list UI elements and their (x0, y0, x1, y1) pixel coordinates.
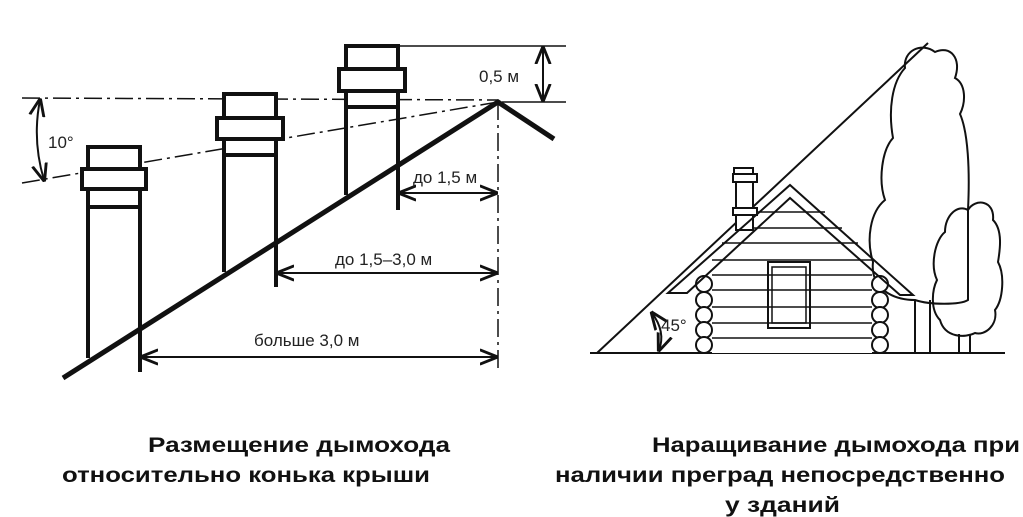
log-house (665, 167, 916, 354)
chimney-far (80, 145, 148, 372)
chimney-mid (215, 92, 285, 287)
angle-label: 45° (661, 316, 687, 335)
dist-near-label: до 1,5 м (413, 168, 477, 187)
angle-label: 10° (48, 133, 74, 152)
dist-mid-label: до 1,5–3,0 м (335, 250, 432, 269)
chimney-near (337, 44, 407, 210)
right-caption-line3: у зданий (725, 494, 840, 517)
left-caption-line2: относительно конька крыши (62, 464, 430, 487)
left-caption-line1: Размещение дымохода (148, 434, 450, 457)
gable-roof (665, 183, 916, 296)
small-tree (931, 201, 1004, 337)
roof-slope (61, 99, 556, 381)
right-caption-line2: наличии преград непосредственно (555, 464, 1005, 487)
dist-far-label: больше 3,0 м (254, 331, 359, 350)
house-obstacle-diagram: 45° (590, 42, 1005, 354)
chimney-placement-diagram: 10° 0,5 м до 1,5 м до 1,5–3,0 м больше 3… (21, 44, 566, 381)
window (767, 261, 811, 329)
angle-arrow (37, 100, 44, 180)
angle-arrow (652, 313, 661, 350)
tall-tree (868, 46, 970, 305)
forty-five-degree-line (596, 42, 929, 354)
house-chimney (732, 167, 758, 231)
ridge-level-line (21, 97, 499, 101)
height-label: 0,5 м (479, 67, 519, 86)
right-caption-line1: Наращивание дымохода при (652, 434, 1020, 457)
